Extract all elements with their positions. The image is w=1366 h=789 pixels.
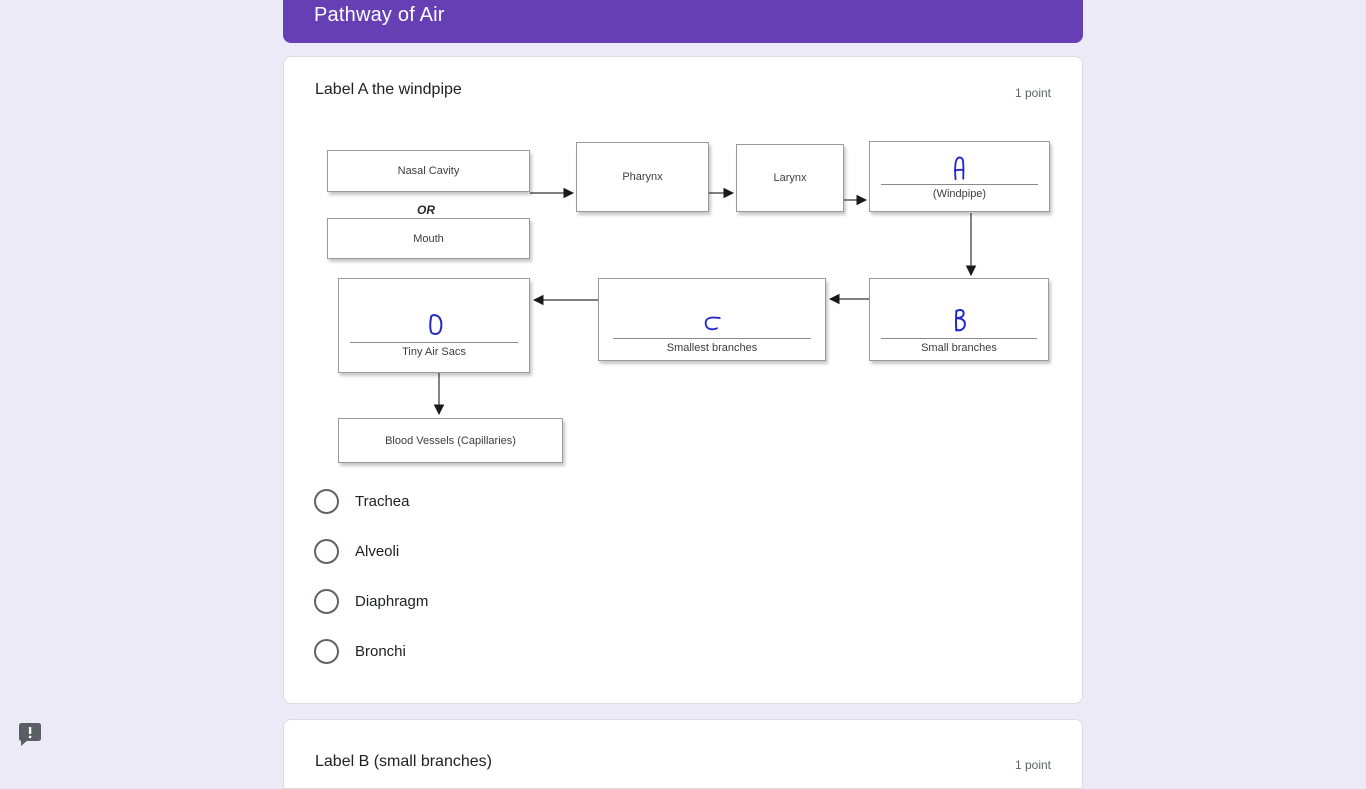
handwritten-letter-c-icon [704, 316, 721, 331]
answer-blank-line [350, 342, 518, 343]
option-label[interactable]: Diaphragm [355, 593, 429, 610]
option-alveoli[interactable]: Alveoli [314, 539, 428, 564]
question-card: Label A the windpipe 1 point Nasal Cavit… [283, 56, 1083, 704]
radio-button[interactable] [314, 589, 339, 614]
diagram-label: Blood Vessels (Capillaries) [385, 434, 516, 447]
report-abuse-icon [19, 723, 41, 746]
handwritten-letter-d-icon [429, 314, 443, 335]
diagram-box-blood-vessels: Blood Vessels (Capillaries) [338, 418, 563, 463]
diagram-or-label: OR [417, 203, 435, 217]
form-page: { "theme": { "header_purple": "#673fb5",… [17, 0, 1083, 789]
diagram-box-smallest-branches-C: Smallest branches [598, 278, 826, 361]
option-label[interactable]: Trachea [355, 493, 410, 510]
diagram-label: Tiny Air Sacs [402, 346, 466, 358]
option-label[interactable]: Bronchi [355, 643, 406, 660]
question-points: 1 point [1014, 86, 1051, 100]
diagram-label: Nasal Cavity [397, 165, 460, 177]
option-trachea[interactable]: Trachea [314, 489, 428, 514]
radio-button[interactable] [314, 639, 339, 664]
handwritten-letter-b-icon [955, 308, 966, 332]
diagram-label: Pharynx [622, 171, 663, 183]
diagram-label: Mouth [413, 232, 444, 245]
diagram-label: (Windpipe) [932, 187, 987, 200]
next-question-header: Label B (small branches) 1 point [315, 753, 1051, 772]
option-diaphragm[interactable]: Diaphragm [314, 589, 428, 614]
option-bronchi[interactable]: Bronchi [314, 639, 428, 664]
answer-options: Trachea Alveoli Diaphragm Bronchi [314, 489, 428, 689]
pathway-diagram-image: Nasal Cavity OR Mouth Pharynx Larynx (Wi… [284, 141, 1084, 486]
question-title: Label A the windpipe [315, 81, 462, 98]
report-abuse-button[interactable] [17, 720, 43, 746]
diagram-label: Smallest branches [666, 342, 758, 354]
diagram-box-mouth: Mouth [327, 218, 530, 259]
diagram-box-pharynx: Pharynx [576, 142, 709, 212]
section-title: Pathway of Air [314, 4, 445, 26]
diagram-box-nasal-cavity: Nasal Cavity [327, 150, 530, 192]
diagram-label: Small branches [921, 342, 997, 354]
diagram-label: Larynx [773, 172, 807, 184]
diagram-box-tiny-air-sacs-D: Tiny Air Sacs [338, 278, 530, 373]
next-question-title: Label B (small branches) [315, 753, 492, 770]
answer-blank-line [880, 338, 1038, 339]
section-header-card: Pathway of Air [283, 0, 1083, 43]
next-question-points: 1 point [1014, 758, 1051, 772]
answer-blank-line [612, 338, 812, 339]
radio-button[interactable] [314, 539, 339, 564]
diagram-box-larynx: Larynx [736, 144, 844, 212]
next-question-card: Label B (small branches) 1 point [283, 719, 1083, 789]
option-label[interactable]: Alveoli [355, 543, 400, 560]
answer-blank-line [880, 183, 1039, 185]
question-header: Label A the windpipe 1 point [315, 81, 1051, 100]
diagram-box-windpipe-A: (Windpipe) [869, 141, 1050, 212]
handwritten-letter-a-icon [953, 156, 964, 180]
radio-button[interactable] [314, 489, 339, 514]
diagram-box-small-branches-B: Small branches [869, 278, 1049, 361]
